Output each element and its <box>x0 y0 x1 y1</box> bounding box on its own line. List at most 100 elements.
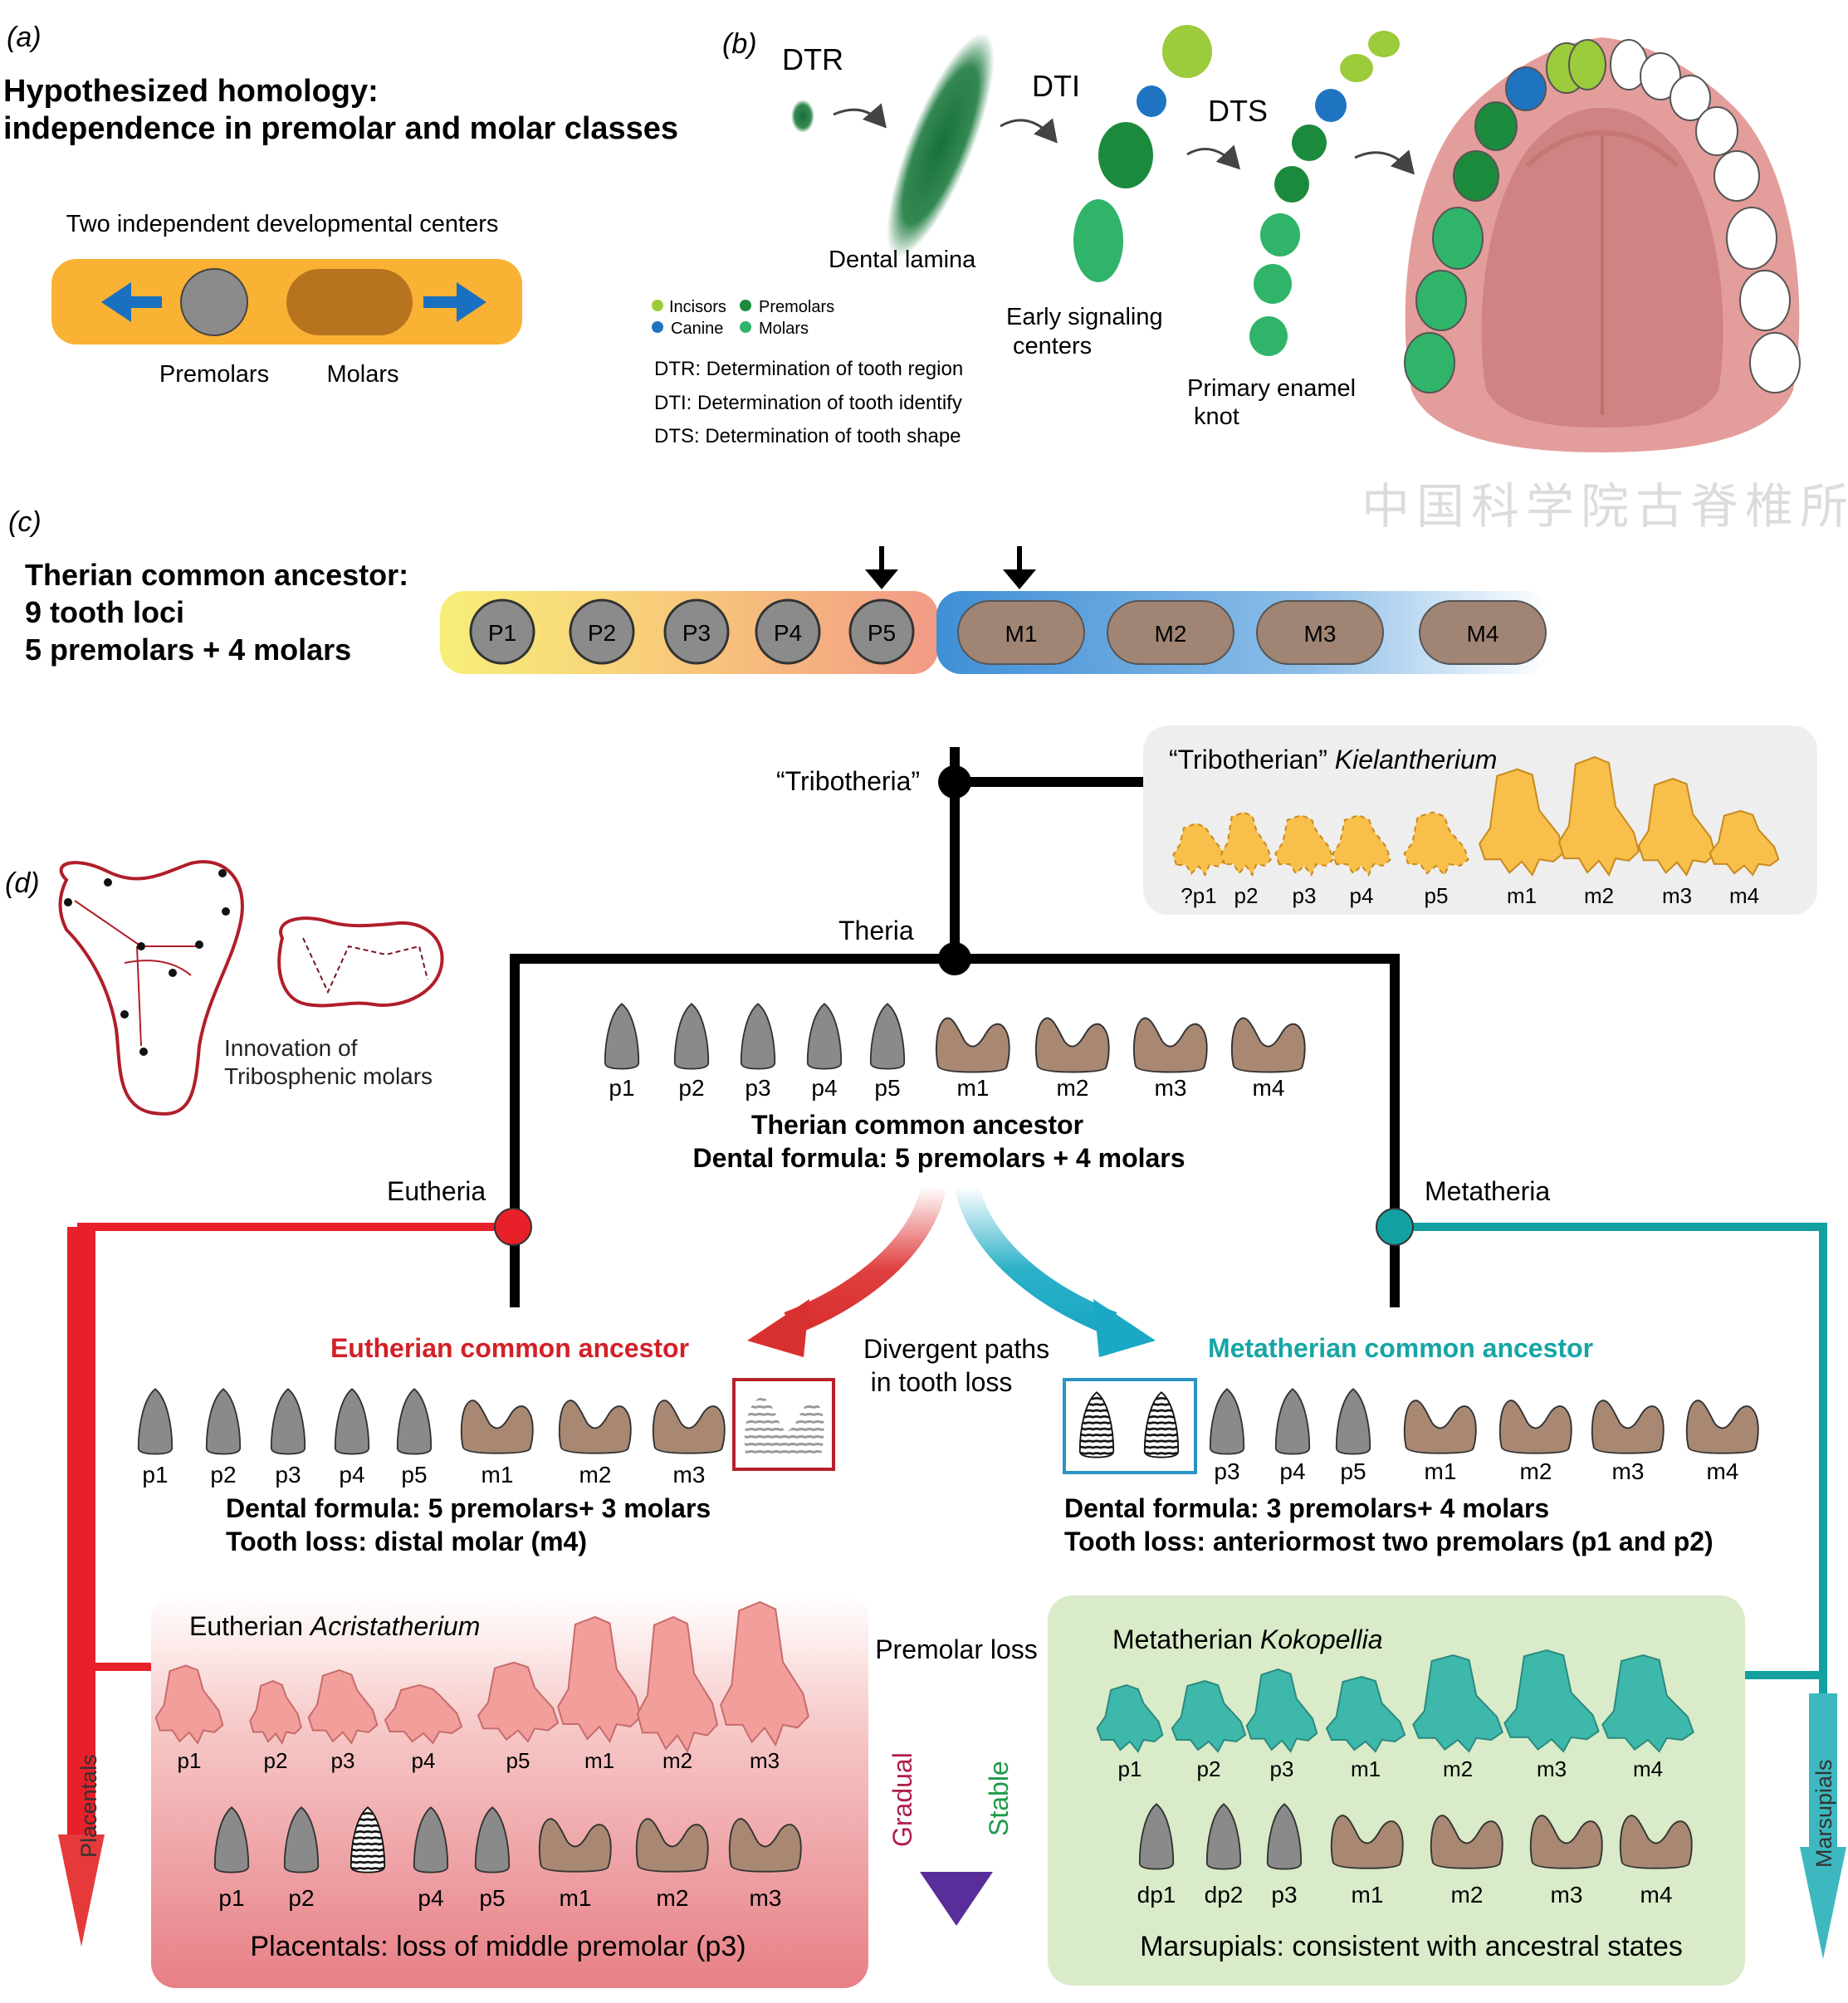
acristatherium-fossil-tooth <box>477 1661 560 1743</box>
panel-c-title-line2: 9 tooth loci <box>25 595 184 629</box>
metatherian-tooth-label: p5 <box>1340 1458 1366 1484</box>
molar-locus <box>957 600 1085 665</box>
eutherian-formula: Dental formula: 5 premolars+ 3 molars <box>226 1493 711 1523</box>
eutherian-tooth-label: p4 <box>339 1462 364 1488</box>
molar-locus <box>1256 600 1384 665</box>
knot-premolar <box>1292 125 1327 161</box>
knot-canine <box>1315 89 1347 122</box>
acristatherium-tooth-label: p3 <box>331 1748 355 1773</box>
arrow-icon <box>1000 118 1058 144</box>
legend-incisors-swatch <box>652 300 663 311</box>
jaw-incisor <box>1568 39 1606 90</box>
cusp-dot <box>120 1010 129 1019</box>
legend-canine: Canine <box>671 320 723 338</box>
acristatherium-tooth-label: p2 <box>264 1748 288 1773</box>
metatherian-prem-tooth <box>1209 1388 1245 1455</box>
jaw-tooth-right <box>1714 150 1760 202</box>
marsupial-caption: Marsupials: consistent with ancestral st… <box>1140 1931 1683 1962</box>
ancestor-prem-tooth <box>604 1003 640 1070</box>
acristatherium-fossil-tooth <box>307 1668 379 1745</box>
kielantherium-tooth-label: p5 <box>1425 883 1449 908</box>
marsupial-tooth-label: m2 <box>1451 1882 1484 1908</box>
dtr-label: DTR <box>782 42 843 76</box>
ancestor-tooth-label: p2 <box>678 1075 704 1101</box>
molar-outline-small <box>277 916 444 1008</box>
kokopellia-fossil-tooth <box>1096 1683 1164 1753</box>
acristatherium-tooth-label: p5 <box>506 1748 530 1773</box>
metatherian-tooth-label: m1 <box>1425 1458 1457 1484</box>
kokopellia-fossil-tooth <box>1601 1654 1694 1753</box>
eutherian-tooth-label: m3 <box>673 1462 706 1488</box>
stable-label: Stable <box>984 1761 1014 1836</box>
marsupials-label: Marsupials <box>1811 1759 1836 1868</box>
kielantherium-tooth-label: m2 <box>1584 883 1614 908</box>
metatherian-loss: Tooth loss: anteriormost two premolars (… <box>1064 1527 1714 1556</box>
ancestor-prem-tooth <box>740 1003 776 1070</box>
eutherian-arrowhead-icon <box>747 1299 809 1357</box>
eutherian-tooth-label: m1 <box>482 1462 514 1488</box>
legend-canine-swatch <box>652 321 663 333</box>
kielantherium-fossil-tooth <box>1220 811 1272 877</box>
marsupial-tooth-label: m4 <box>1640 1882 1673 1908</box>
kielantherium-tooth-label: m4 <box>1729 883 1759 908</box>
acristatherium-fossil-tooth <box>720 1600 809 1747</box>
cusp-dot <box>137 942 145 950</box>
signaling-canine <box>1137 85 1166 117</box>
metatheria-branch <box>1411 1223 1827 1843</box>
dti-label: DTI <box>1032 69 1080 103</box>
acristatherium-fossil-tooth <box>384 1683 463 1745</box>
metatherian-tooth-label: m4 <box>1707 1458 1739 1484</box>
molar-center <box>286 269 413 335</box>
jaw-tooth-right <box>1726 207 1777 270</box>
kokopellia-fossil-tooth <box>1171 1679 1247 1753</box>
cusp-dot <box>104 878 112 887</box>
jaw-tooth-right <box>1739 270 1791 331</box>
theria-node <box>938 942 971 975</box>
def-dts: DTS: Determination of tooth shape <box>654 425 961 447</box>
kielantherium-tooth-label: p2 <box>1234 883 1259 908</box>
def-dtr: DTR: Determination of tooth region <box>654 358 963 380</box>
placentals-label: Placentals <box>76 1754 101 1858</box>
kielantherium-tooth-label: ?p1 <box>1181 883 1216 908</box>
metatherian-tooth-label: m3 <box>1612 1458 1645 1484</box>
eutherian-molar-tooth <box>460 1400 534 1454</box>
panel-d-label: (d) <box>5 867 40 899</box>
placental-caption: Placentals: loss of middle premolar (p3) <box>250 1931 746 1962</box>
signaling-incisor <box>1162 25 1212 78</box>
kielantherium-fossil-tooth <box>1709 809 1780 877</box>
metatherian-molar-tooth <box>1591 1400 1665 1454</box>
metatherian-prem-tooth <box>1335 1388 1371 1455</box>
kielantherium-fossil-tooth <box>1403 811 1469 877</box>
acristatherium-tooth-label: m3 <box>750 1748 780 1773</box>
tribotheria-node <box>938 765 971 799</box>
tribosphenic-molar-sketch: Innovation of Tribosphenic molars <box>58 860 444 1116</box>
ancestor-molar-tooth <box>935 1017 1010 1073</box>
signaling-premolar <box>1098 122 1153 188</box>
metatherian-prem-tooth <box>1274 1388 1311 1455</box>
panel-b: (b) DTR DTI DTS Dental lamina Early sign… <box>652 25 1801 452</box>
eutherian-molar-tooth <box>652 1400 726 1454</box>
panel-c-title-line1: Therian common ancestor: <box>25 558 408 592</box>
marsupial-tooth-label: dp1 <box>1137 1882 1176 1908</box>
metatherian-molar-tooth <box>1685 1400 1759 1454</box>
molar-outline-cusps <box>74 900 199 1047</box>
eutherian-prem-tooth <box>334 1388 370 1455</box>
metatherian-molar-tooth <box>1498 1400 1572 1454</box>
cusp-dot <box>139 1048 148 1056</box>
knot-incisor-1 <box>1368 31 1400 57</box>
cusp-dot <box>195 940 203 949</box>
kielantherium-fossil-tooth <box>1172 823 1225 877</box>
acristatherium-title: Eutherian Acristatherium <box>189 1611 480 1641</box>
molar-outline-small-crest <box>302 937 428 994</box>
acristatherium-fossil-tooth <box>556 1615 643 1744</box>
molar-locus-label: M1 <box>1005 621 1038 647</box>
kokopellia-fossil-tooth <box>1503 1649 1600 1753</box>
cusp-dot <box>222 907 230 916</box>
metatherian-tooth-label: p4 <box>1279 1458 1305 1484</box>
jaw-premolar <box>1474 101 1518 151</box>
